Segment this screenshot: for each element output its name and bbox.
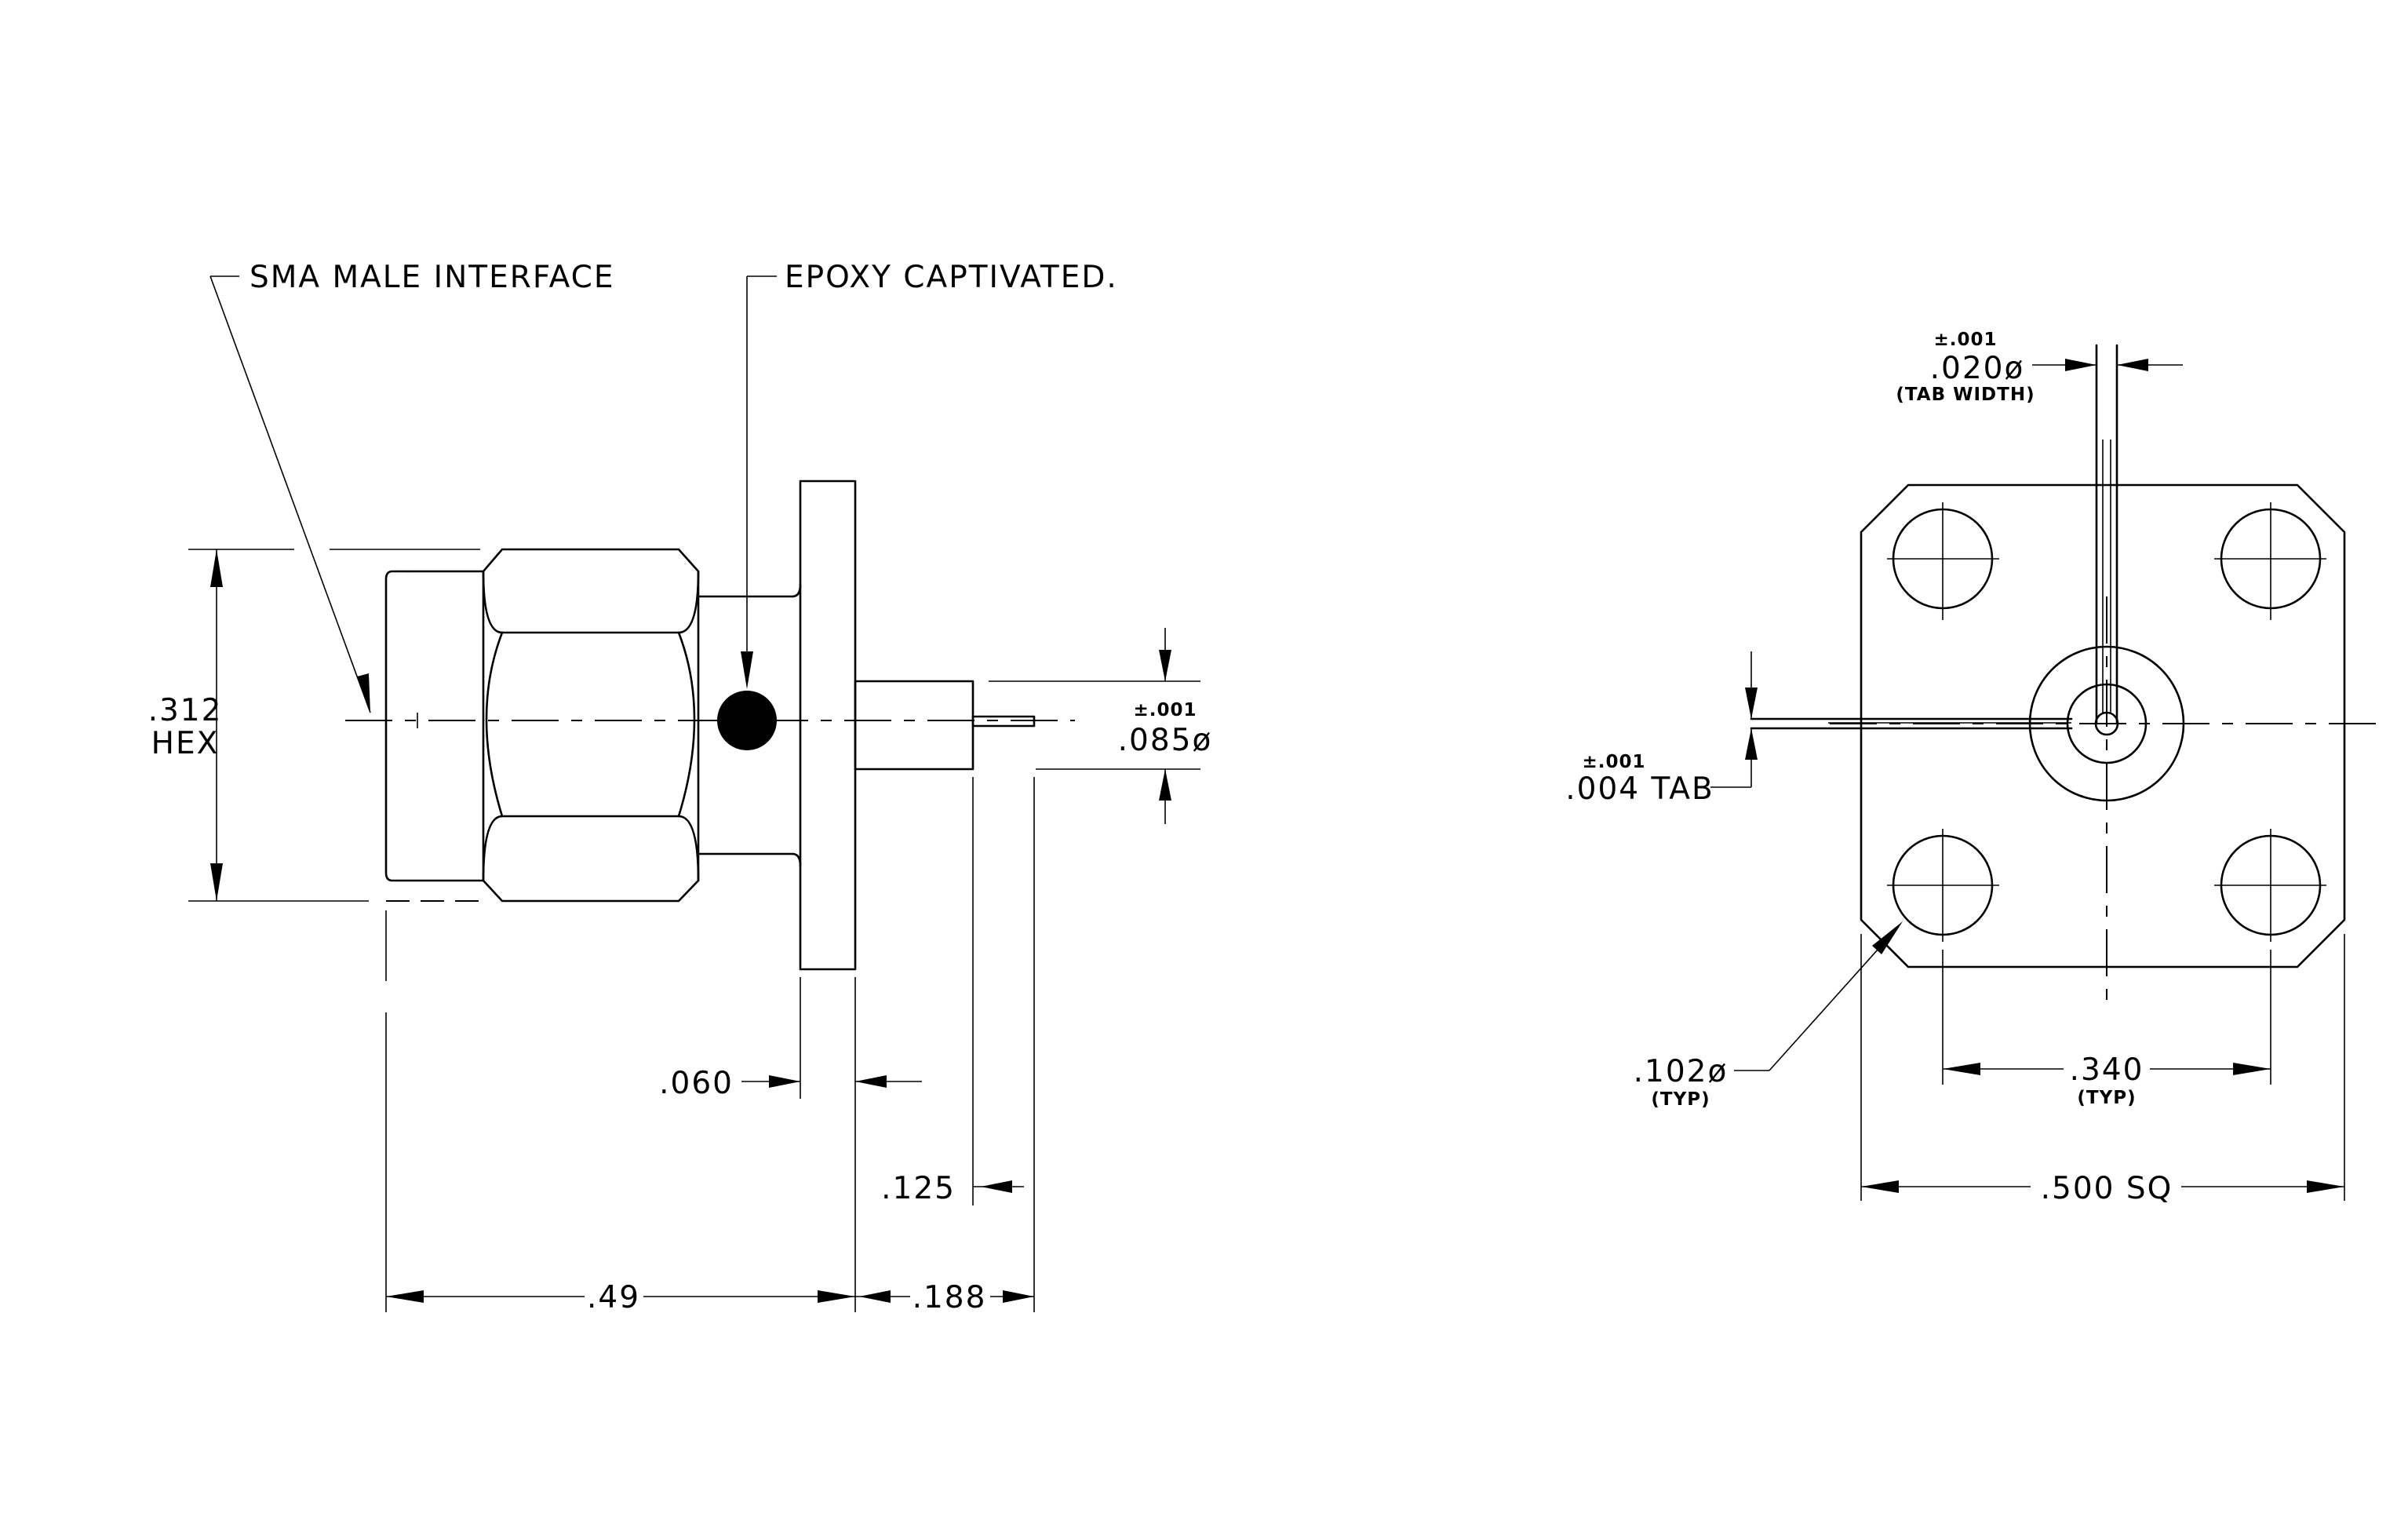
tab-width-dim: .020ø	[1930, 351, 2025, 386]
sma-interface-label: SMA MALE INTERFACE	[250, 260, 615, 295]
hole-dia-typ: (TYP)	[1651, 1089, 1710, 1110]
dielectric	[854, 680, 974, 771]
side-view: .312 HEX SMA MALE INTERFACE EPOXY CAPTIV…	[148, 260, 1213, 1315]
hex-dim-word: HEX	[151, 726, 220, 761]
tab-thickness-dim: .004 TAB	[1565, 771, 1714, 807]
hole-spacing-dim: .340	[2070, 1052, 2144, 1088]
flange-thickness-dim: .060	[659, 1066, 734, 1101]
hex-dim-value: .312	[148, 693, 223, 728]
dielectric-length-dim: .125	[881, 1171, 956, 1206]
hex-body	[482, 548, 700, 903]
pin-dia-dim: .085ø	[1118, 723, 1213, 758]
hole-spacing-typ: (TYP)	[2077, 1088, 2136, 1108]
tab-thickness-tolerance: ±.001	[1582, 752, 1645, 772]
coupling-nut-outline	[384, 570, 485, 882]
flange-side	[799, 480, 857, 971]
tab-width-note: (TAB WIDTH)	[1896, 385, 2035, 405]
epoxy-label: EPOXY CAPTIVATED.	[785, 260, 1118, 295]
pin-dia-tolerance: ±.001	[1133, 700, 1197, 720]
front-view: ±.001 .020ø (TAB WIDTH) ±.001 .004 TAB .…	[1565, 330, 2385, 1206]
tab-width-tolerance: ±.001	[1933, 330, 1997, 350]
hole-dia-dim: .102ø	[1634, 1054, 1729, 1089]
flange-size-dim: .500 SQ	[2041, 1171, 2173, 1206]
square-flange	[1860, 483, 2346, 968]
pin-extension-dim: .188	[913, 1280, 987, 1315]
overall-length-dim: .49	[587, 1280, 640, 1315]
